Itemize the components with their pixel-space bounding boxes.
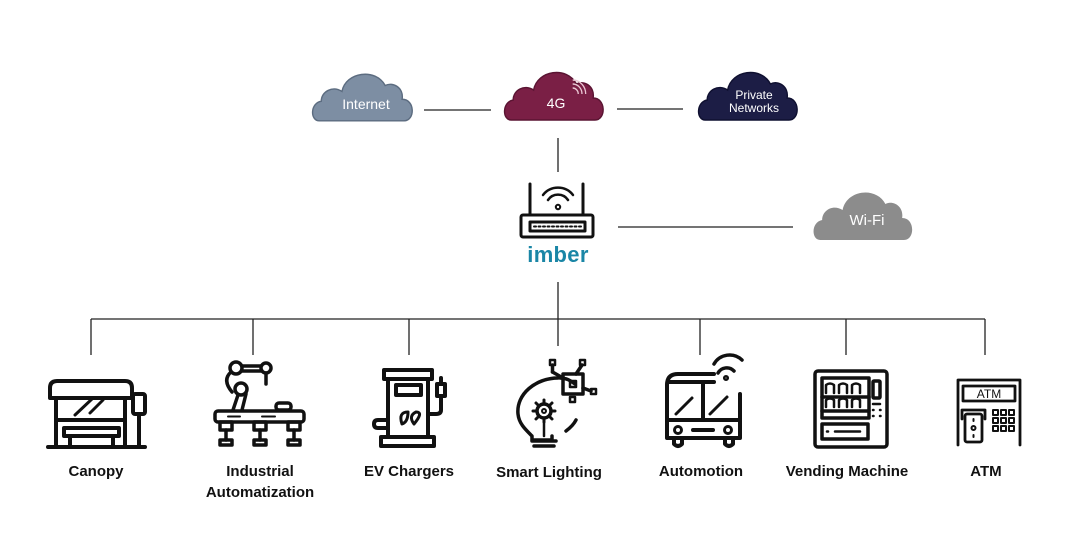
smart-bulb-icon (516, 358, 598, 448)
device-label-industrial-line2: Automatization (205, 484, 315, 501)
device-label-canopy: Canopy (68, 463, 124, 480)
bus-stop-canopy-icon (46, 379, 147, 449)
router-icon (519, 182, 595, 239)
device-label-atm: ATM (970, 463, 1002, 480)
atm-icon (956, 378, 1022, 447)
atm-screen-text: ATM (977, 387, 1001, 401)
cloud-label-4g: 4G (546, 95, 566, 111)
cloud-label-private-line1: Private (735, 88, 773, 102)
connected-bus-icon (665, 353, 744, 448)
cloud-label-private-networks: Private Networks (704, 88, 804, 116)
imber-logo: imber (527, 242, 589, 267)
ev-charger-icon (372, 368, 447, 448)
device-label-ev-chargers: EV Chargers (363, 463, 455, 480)
cloud-label-private-line2: Networks (728, 101, 779, 116)
cloud-label-wifi: Wi-Fi (849, 212, 885, 229)
robot-arm-conveyor-icon (213, 360, 306, 447)
device-label-industrial-line1: Industrial (226, 463, 294, 480)
cloud-label-internet: Internet (342, 96, 390, 112)
signal-icon (572, 79, 587, 95)
device-label-industrial: Industrial Automatization (180, 461, 340, 503)
device-label-smart-lighting: Smart Lighting (496, 464, 602, 481)
vending-machine-icon (813, 369, 889, 449)
device-label-vending-machine: Vending Machine (785, 463, 909, 480)
cloud-4g (503, 71, 604, 121)
device-label-automotion: Automotion (658, 463, 744, 480)
connector-lines (90, 108, 986, 355)
